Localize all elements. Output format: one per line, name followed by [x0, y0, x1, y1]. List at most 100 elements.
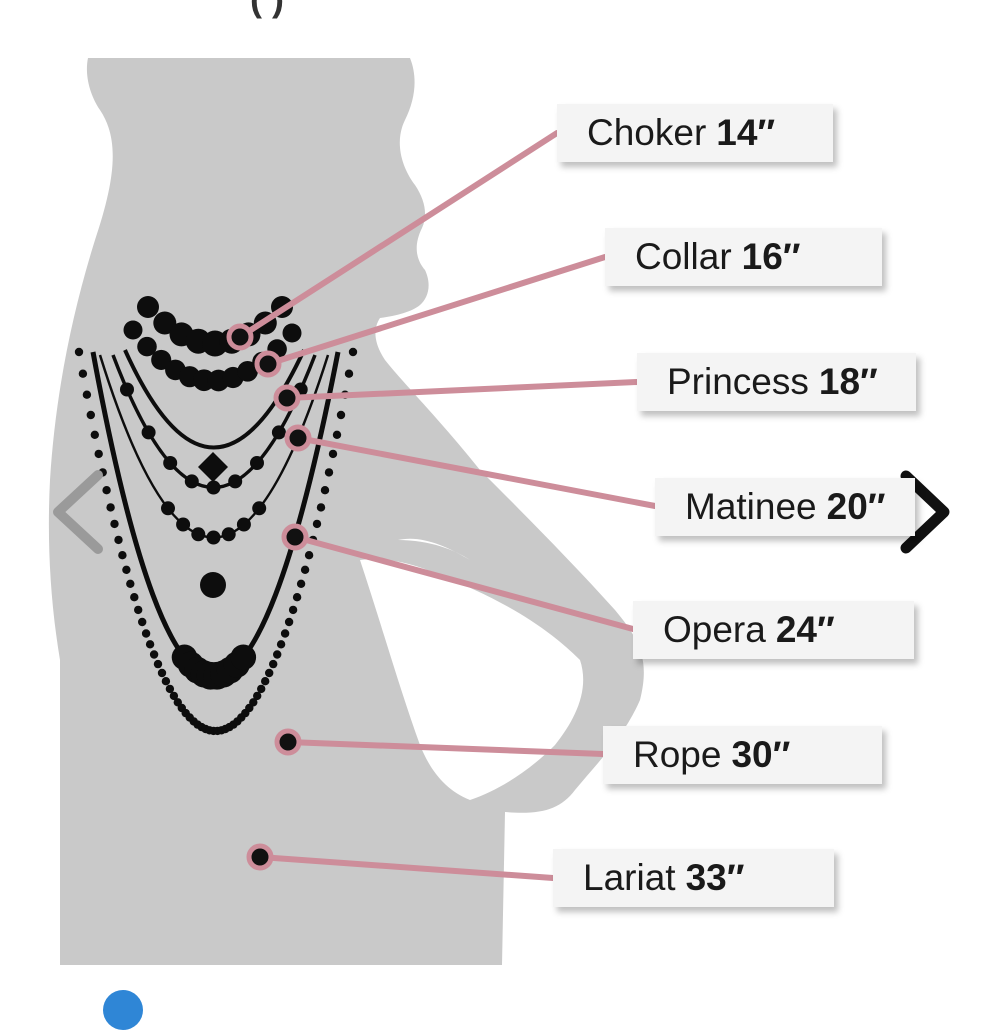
bead-lariat: [165, 684, 175, 694]
label-length: 14″: [716, 112, 776, 153]
bead-lariat: [169, 691, 179, 701]
bead-lariat: [153, 659, 163, 669]
bead-lariat: [324, 468, 334, 477]
bead-lariat: [82, 390, 92, 399]
bead-lariat: [253, 691, 262, 701]
bead-opera: [252, 501, 267, 516]
bead-opera: [221, 527, 236, 542]
bead-opera: [236, 517, 251, 532]
label-name: Choker: [587, 112, 707, 153]
bead-matinee: [184, 474, 199, 489]
necklace-diagram: [48, 58, 950, 965]
label-name: Princess: [667, 361, 809, 402]
label-length: 30″: [731, 734, 791, 775]
bead-lariat: [312, 519, 322, 529]
arm-gap: [360, 559, 584, 800]
leader-markers: [226, 323, 312, 871]
bead-lariat: [141, 629, 151, 638]
bead-lariat: [94, 449, 103, 459]
bead-matinee: [250, 456, 264, 470]
bead-lariat: [269, 659, 278, 669]
bead-lariat: [122, 565, 131, 574]
bead-matinee: [120, 382, 134, 397]
bead-opera: [206, 530, 221, 545]
bead-lariat: [249, 698, 258, 707]
bead-matinee: [163, 456, 178, 470]
label-name: Rope: [633, 734, 722, 775]
bead-lariat: [130, 593, 139, 602]
marker-collar: [254, 350, 282, 378]
leader-line-collar: [265, 254, 608, 367]
bead-lariat: [316, 503, 326, 512]
bead-lariat: [106, 503, 115, 512]
bead-lariat: [134, 605, 143, 615]
bead-lariat: [265, 668, 274, 678]
bead-lariat: [102, 486, 111, 495]
label-length: 24″: [775, 609, 835, 650]
bead-lariat: [257, 684, 266, 694]
bead-lariat: [86, 410, 96, 420]
bottom-cropped-badge: [103, 990, 143, 1030]
bead-collar: [123, 320, 143, 340]
leader-line-princess: [284, 379, 640, 401]
label-name: Opera: [663, 609, 766, 650]
bead-lariat: [78, 369, 88, 378]
bead-opera: [191, 527, 206, 542]
upper-arm-gap: [398, 538, 470, 560]
marker-lariat: [246, 843, 274, 871]
bead-lariat: [126, 579, 135, 588]
bead-lariat: [336, 410, 346, 420]
leader-line-lariat: [257, 854, 556, 881]
bead-lariat: [149, 650, 159, 659]
bead-lariat: [292, 593, 302, 602]
label-name: Lariat: [583, 857, 676, 898]
bead-lariat: [304, 551, 314, 560]
bead-lariat: [110, 519, 119, 529]
bead-lariat: [344, 369, 354, 378]
chevron-left-icon[interactable]: [53, 470, 103, 554]
bead-lariat: [348, 347, 358, 357]
bead-matinee: [271, 425, 286, 440]
leader-line-opera: [292, 534, 636, 632]
bead-matinee: [141, 425, 156, 440]
bead-rope: [230, 644, 257, 671]
leader-lines: [237, 130, 658, 881]
bead-collar: [151, 349, 172, 370]
leader-line-rope: [285, 739, 606, 757]
bead-lariat: [114, 535, 123, 545]
bead-opera: [176, 517, 191, 532]
marker-princess: [273, 384, 301, 412]
label-length: 33″: [685, 857, 745, 898]
chevron-right-icon[interactable]: [900, 470, 950, 554]
bead-lariat: [280, 629, 290, 638]
bead-lariat: [145, 640, 155, 649]
bead-lariat: [332, 430, 342, 439]
label-length: 20″: [826, 486, 886, 527]
bead-lariat: [276, 640, 286, 649]
top-cropped-text: ( ): [250, 0, 284, 20]
bead-choker: [153, 311, 177, 335]
bead-lariat: [161, 677, 171, 686]
bead-lariat: [284, 617, 294, 627]
bead-lariat: [118, 551, 127, 560]
bead-lariat: [273, 650, 282, 659]
bead-lariat: [328, 449, 338, 459]
marker-choker: [226, 323, 254, 351]
bead-lariat: [288, 605, 298, 615]
bead-choker: [137, 296, 159, 318]
label-name: Matinee: [685, 486, 817, 527]
body-silhouette: [48, 58, 644, 965]
bead-lariat: [157, 668, 167, 678]
pendant-princess: [198, 452, 228, 482]
bead-collar: [137, 336, 157, 357]
bead-opera-center: [200, 572, 226, 598]
leader-line-choker: [237, 130, 560, 340]
